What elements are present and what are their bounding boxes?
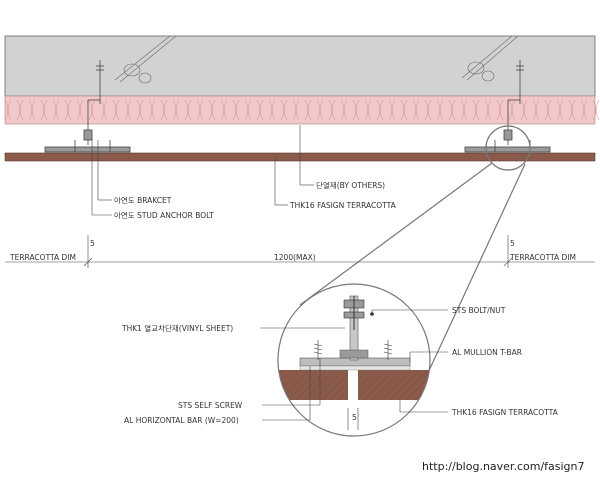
label-bracket: 아연도 BRAKCET — [114, 195, 172, 205]
slab-crack-marks — [114, 35, 519, 84]
detail-sts-bolt — [343, 296, 365, 330]
callout-line-upper — [299, 162, 493, 306]
leaders-top — [91, 125, 314, 216]
dimension-line — [5, 235, 595, 268]
label-span: 1200(MAX) — [274, 253, 316, 262]
label-horizontal-bar: AL HORIZONTAL BAR (W=200) — [124, 416, 239, 425]
leaders-detail — [260, 309, 448, 430]
dim-right-value: 5 — [510, 239, 515, 248]
label-self-screw: STS SELF SCREW — [178, 401, 243, 410]
detail-self-screws — [313, 340, 393, 360]
bracket-left — [44, 60, 131, 153]
label-terracotta-detail: THK16 FASIGN TERRACOTTA — [451, 408, 559, 417]
label-vinyl-sheet: THK1 열교차단재(VINYL SHEET) — [121, 323, 233, 333]
label-terracotta-top: THK16 FASIGN TERRACOTTA — [289, 201, 397, 210]
label-terracotta-dim-left: TERRACOTTA DIM — [9, 253, 76, 262]
callout-line-lower — [419, 163, 526, 391]
insulation-layer — [4, 95, 596, 125]
label-sts-bolt: STS BOLT/NUT — [452, 306, 506, 315]
label-anchor-bolt: 아연도 STUD ANCHOR BOLT — [114, 210, 214, 220]
insulation-pattern — [4, 99, 600, 121]
dim-detail-value: 5 — [352, 413, 357, 422]
detail-callout-circle — [485, 125, 531, 171]
dim-left-value: 5 — [90, 239, 95, 248]
label-mullion: AL MULLION T-BAR — [452, 348, 522, 357]
label-terracotta-dim-right: TERRACOTTA DIM — [509, 253, 576, 262]
label-insulation: 단열재(BY OTHERS) — [316, 180, 385, 190]
detail-enlargement — [278, 284, 430, 436]
watermark: http://blog.naver.com/fasign7 — [422, 460, 585, 473]
concrete-slab — [4, 35, 596, 97]
